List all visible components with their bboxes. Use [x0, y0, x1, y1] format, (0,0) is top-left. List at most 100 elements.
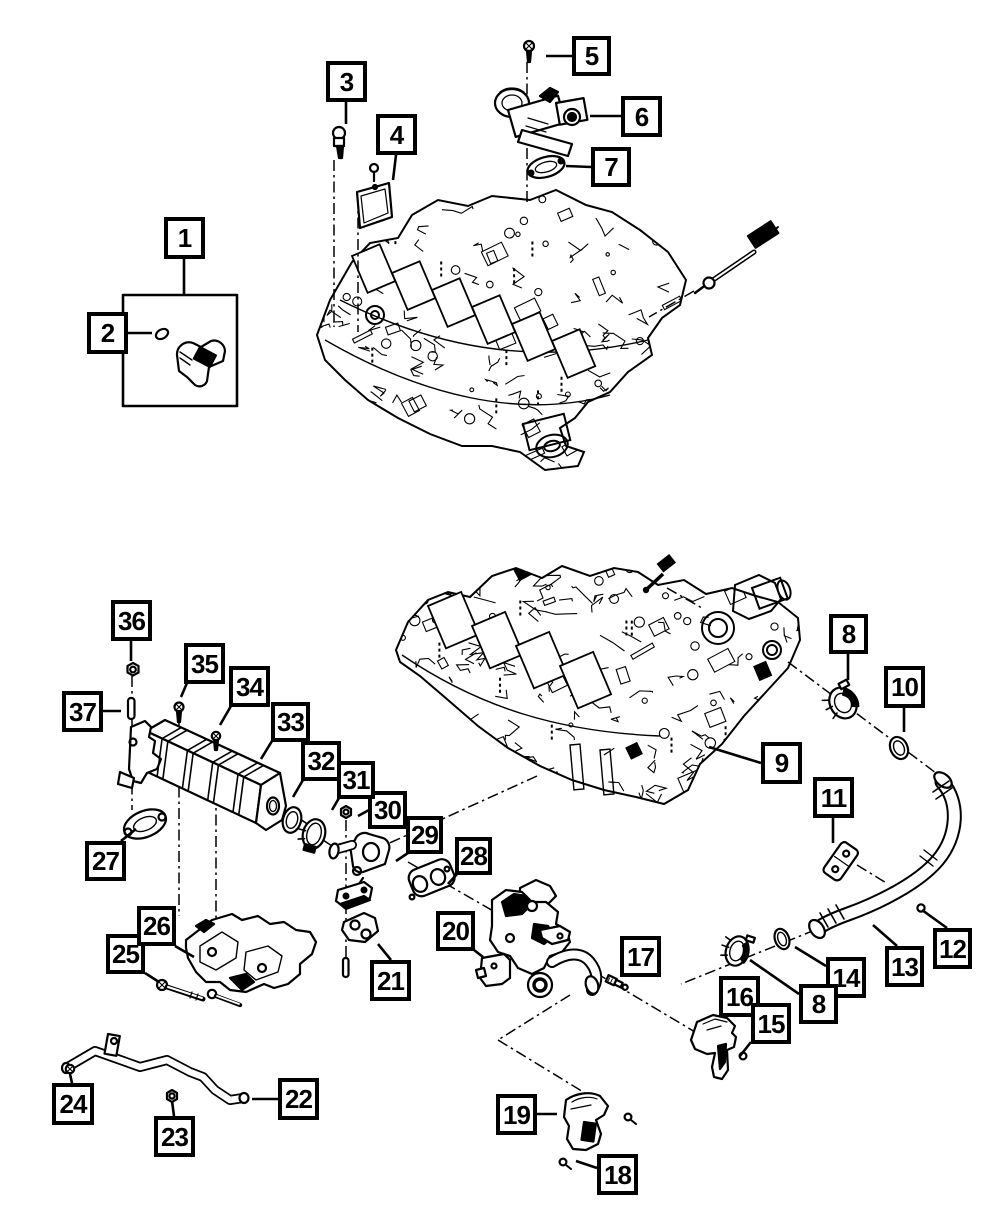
callout-box-37: 37 [62, 691, 103, 732]
leader-line [145, 973, 159, 982]
callout-box-36: 36 [111, 600, 152, 641]
leader-line [873, 925, 897, 946]
callout-box-3: 3 [326, 61, 367, 102]
callout-box-17: 17 [620, 936, 661, 977]
leader-line [220, 706, 231, 725]
callout-box-2: 2 [87, 312, 128, 354]
callout-box-25: 25 [106, 934, 145, 974]
callout-box-23: 23 [154, 1116, 195, 1157]
leader-line [261, 741, 272, 759]
leader-line [393, 155, 396, 180]
leader-line [396, 853, 408, 861]
o-ring-2-icon [154, 327, 170, 341]
callout-box-12: 12 [933, 928, 972, 969]
leader-line [70, 1074, 72, 1083]
leader-line [175, 946, 194, 957]
screw-4a-icon [370, 164, 378, 181]
callout-box-5: 5 [572, 36, 611, 76]
center-axis-line [268, 803, 338, 850]
callout-box-20: 20 [436, 911, 475, 951]
callout-box-8-b: 8 [799, 984, 838, 1024]
leader-line [448, 874, 457, 884]
leader-line [576, 1161, 597, 1168]
leader-line [332, 798, 339, 810]
egr-gasket-7-icon [525, 152, 567, 182]
callout-leader-lines [70, 56, 947, 1168]
nut-36-icon [128, 663, 139, 676]
callout-box-7: 7 [591, 147, 631, 187]
leader-line [922, 910, 947, 928]
callout-box-19: 19 [496, 1094, 537, 1135]
leader-line [358, 810, 369, 816]
callout-box-4: 4 [376, 114, 417, 155]
callout-box-13: 13 [885, 946, 924, 987]
callout-box-10: 10 [884, 666, 925, 708]
center-axis-line [596, 973, 695, 1032]
egr-valve-6-icon [495, 88, 587, 156]
center-axis-line [667, 588, 702, 608]
hose-13-icon [806, 769, 955, 941]
leader-line [474, 950, 483, 957]
gasket-28-icon [406, 857, 457, 900]
throttle-body [523, 414, 570, 461]
tube-22-icon [62, 1034, 249, 1103]
callout-box-15: 15 [751, 1003, 791, 1044]
leader-line [293, 780, 303, 797]
seal-32-icon [280, 805, 304, 835]
leader-line [740, 1042, 751, 1056]
callout-box-8: 8 [829, 614, 868, 654]
pin-37-icon [128, 698, 135, 719]
callout-box-28: 28 [455, 837, 492, 875]
water-elbow-29-30-icon [328, 833, 389, 909]
egr-valve-on-engine [702, 575, 793, 659]
map-sensor-3-icon [333, 127, 345, 158]
gasket-27-icon [120, 804, 171, 845]
callout-box-31: 31 [337, 761, 375, 799]
callout-box-32: 32 [301, 741, 341, 781]
gasket-21-icon [342, 913, 378, 942]
callout-box-11: 11 [813, 777, 854, 818]
center-axis-line [498, 995, 570, 1040]
center-axis-line [857, 865, 888, 884]
fitting-17-icon [606, 975, 629, 991]
callout-box-29: 29 [406, 816, 443, 854]
exhaust-temp-sensor-icon [644, 555, 675, 592]
callout-box-18: 18 [597, 1154, 638, 1195]
leader-line [795, 947, 826, 966]
leader-line [709, 747, 761, 763]
callout-box-27: 27 [85, 841, 126, 881]
oxygen-sensor-icon [695, 221, 778, 293]
bracket-26-icon [186, 914, 316, 992]
callout-box-22: 22 [278, 1078, 319, 1120]
callout-box-9: 9 [761, 742, 802, 784]
dowel-pin-21-icon [343, 958, 349, 977]
egr-crossover-20-icon [476, 880, 600, 997]
clamp-33-icon [294, 815, 329, 854]
bracket-11-icon [822, 841, 860, 883]
callout-box-1: 1 [164, 217, 205, 259]
center-axis-line [372, 776, 537, 851]
leader-line [172, 1101, 174, 1116]
callout-box-24: 24 [52, 1083, 94, 1125]
bolt-25-icon [157, 980, 240, 1005]
clamp-8b-icon [717, 929, 755, 969]
leader-line [750, 960, 799, 994]
callout-box-34: 34 [229, 666, 270, 707]
leader-line [378, 944, 391, 960]
screw-18-icon [560, 1114, 636, 1169]
callout-box-21: 21 [370, 960, 411, 1001]
center-axis-line [788, 662, 940, 776]
nut-31-icon [341, 806, 351, 818]
heat-shield-15-16-icon [691, 1015, 746, 1079]
leader-line [566, 166, 591, 167]
camshaft-sensor-1-icon [177, 341, 225, 387]
leader-line [181, 683, 187, 697]
clamp-8-icon [818, 680, 863, 726]
leader-line [121, 829, 136, 841]
screw-5-icon [524, 41, 534, 62]
egr-cooler-34-icon [118, 720, 286, 830]
cover-gasket-4-icon [357, 183, 392, 228]
screw-24-icon [66, 1065, 74, 1073]
